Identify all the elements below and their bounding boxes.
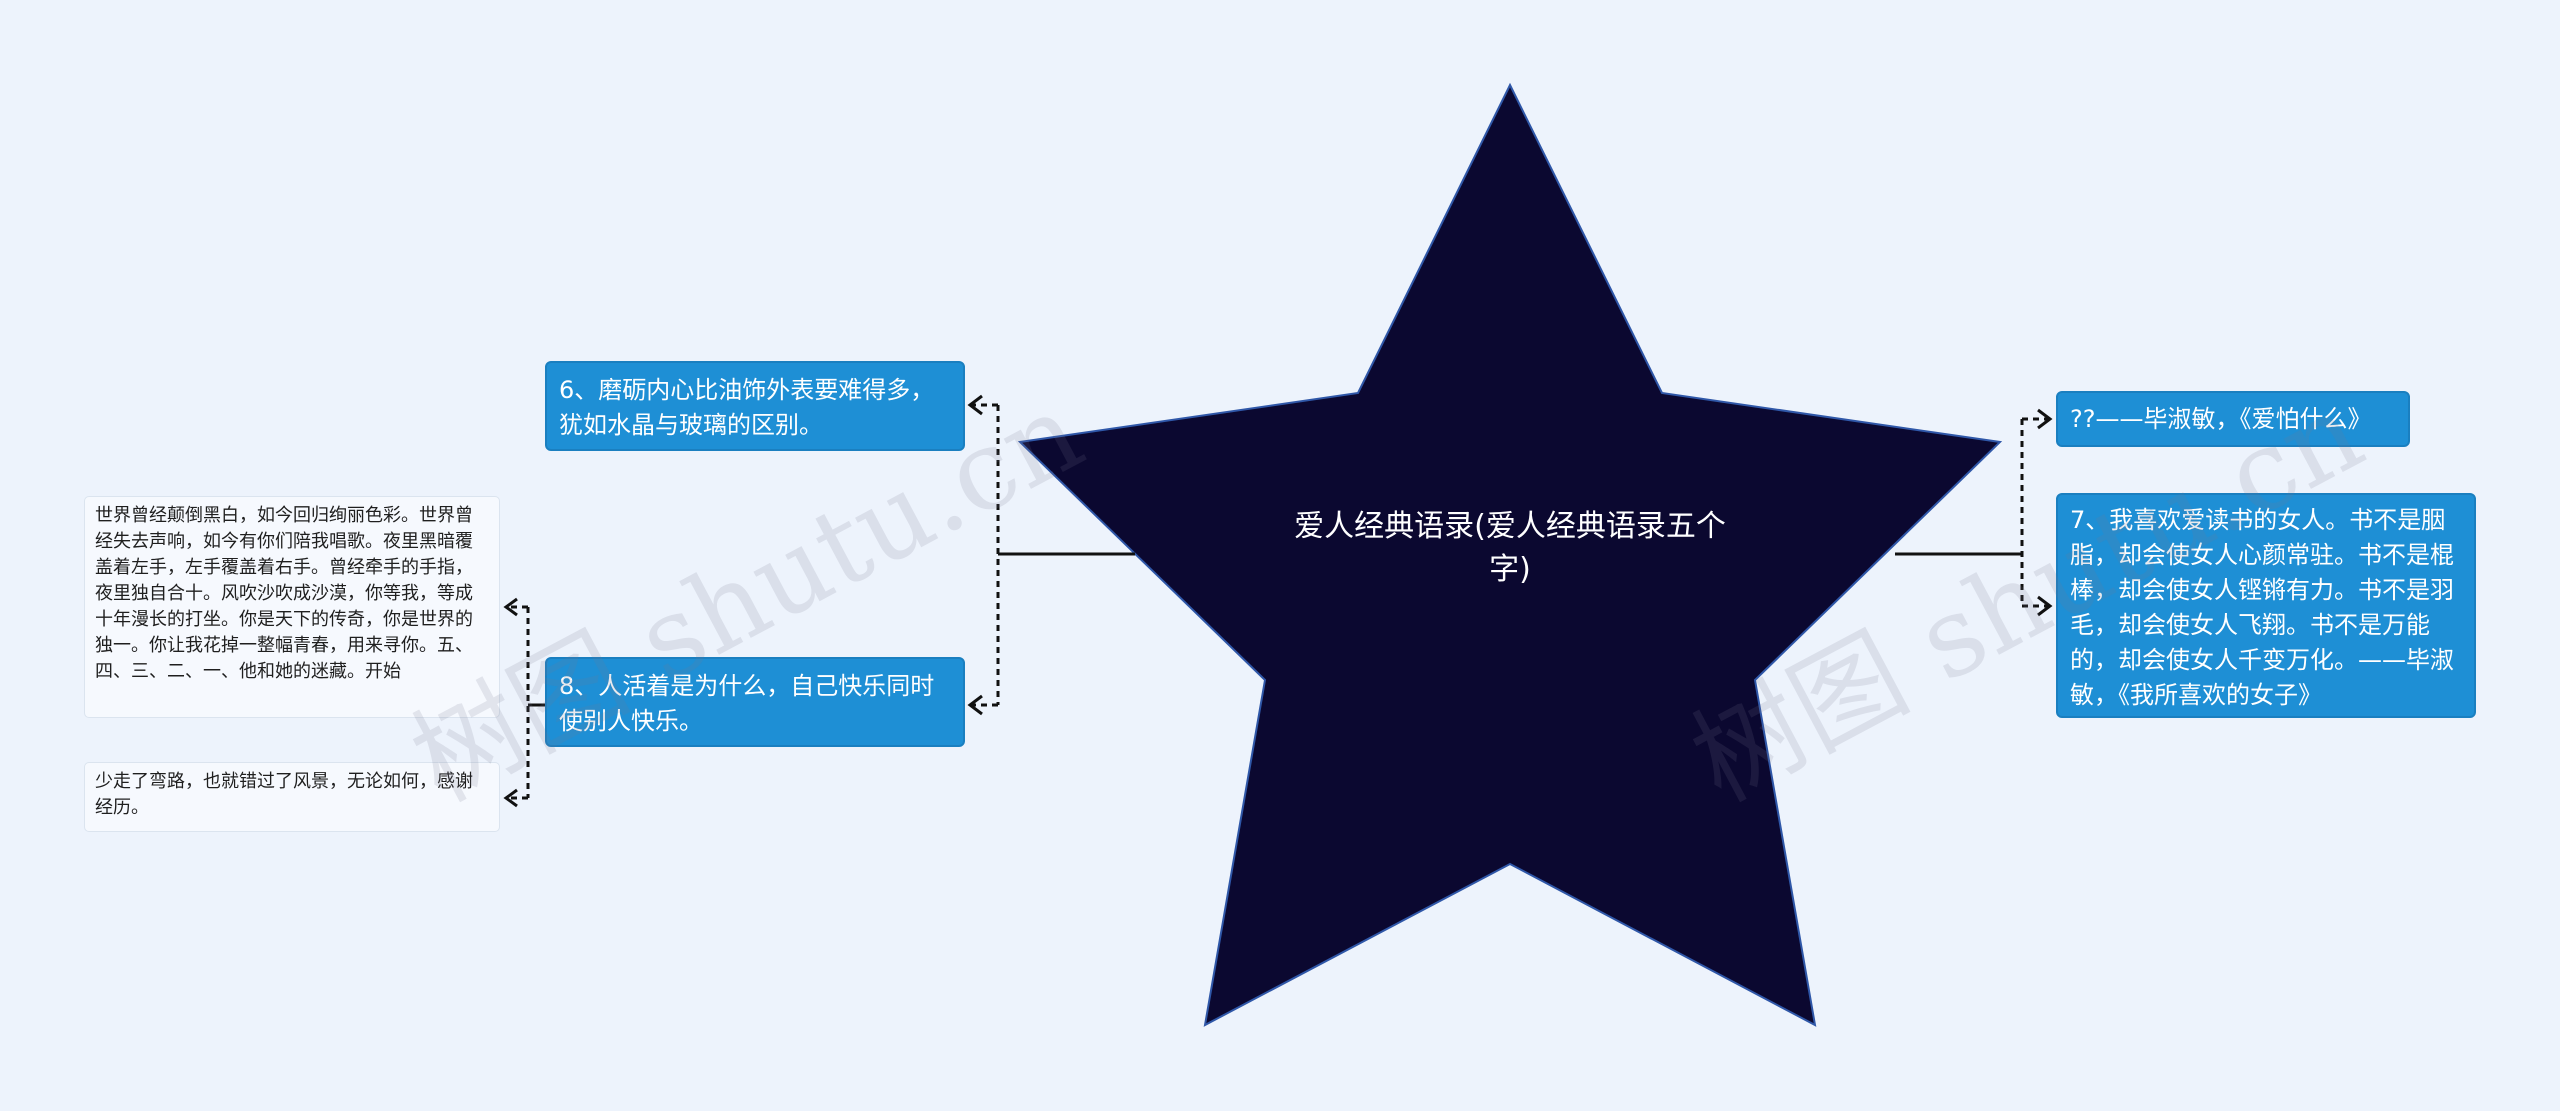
center-star-shape[interactable] (1017, 82, 2003, 1027)
arrow-leaf-1 (503, 597, 518, 617)
arrow-right-topic-1 (2037, 408, 2053, 430)
arrow-left-topic-1 (967, 394, 983, 416)
left-topic-2[interactable]: 8、人活着是为什么，自己快乐同时使别人快乐。 (545, 657, 965, 747)
arrow-left-topic-2 (967, 694, 983, 716)
right-topic-2[interactable]: 7、我喜欢爱读书的女人。书不是胭脂，却会使女人心颜常驻。书不是棍棒，却会使女人铿… (2056, 493, 2476, 718)
left-topic-1[interactable]: 6、磨砺内心比油饰外表要难得多，犹如水晶与玻璃的区别。 (545, 361, 965, 451)
connectors (503, 394, 2053, 808)
arrow-right-topic-2 (2037, 595, 2053, 617)
arrow-leaf-2 (503, 788, 518, 808)
left-leaf-1[interactable]: 世界曾经颠倒黑白，如今回归绚丽色彩。世界曾经失去声响，如今有你们陪我唱歌。夜里黑… (84, 496, 500, 718)
left-leaf-2[interactable]: 少走了弯路，也就错过了风景，无论如何，感谢经历。 (84, 762, 500, 832)
right-topic-1[interactable]: ??——毕淑敏，《爱怕什么》 (2056, 391, 2410, 447)
center-topic-text[interactable]: 爱人经典语录(爱人经典语录五个字) (1294, 509, 1726, 587)
